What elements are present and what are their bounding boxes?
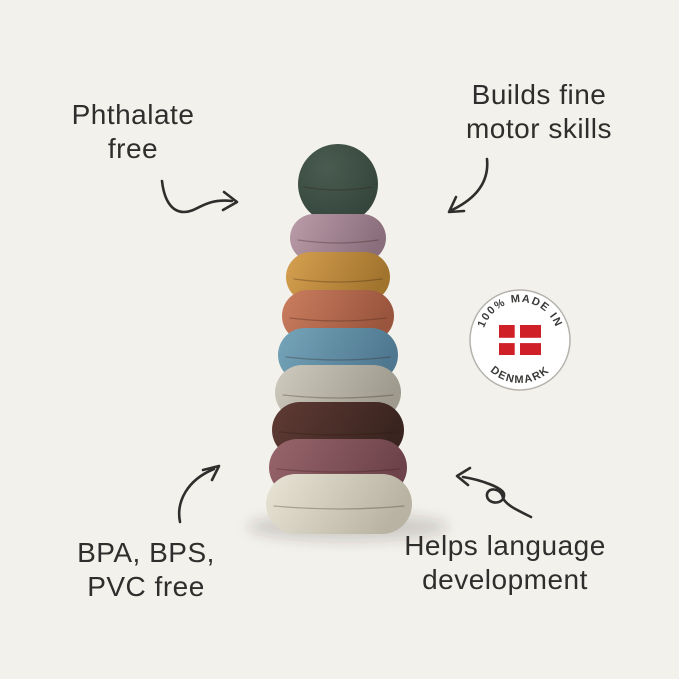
toy-ring-cream: [266, 474, 412, 534]
arrow-top-right: [447, 157, 489, 214]
annotation-bpa-bps-pvc-free: BPA, BPS, PVC free: [30, 536, 262, 604]
seam-line: [282, 394, 394, 399]
flag-cross-horizontal: [499, 337, 541, 344]
toy-ring-mustard: [286, 252, 390, 302]
made-in-denmark-badge: 100% MADE IN DENMARK: [469, 289, 571, 391]
arrow-bottom-left: [177, 464, 221, 524]
seam-line: [273, 505, 405, 510]
seam-line: [303, 186, 373, 191]
annotation-line: Phthalate: [71, 99, 195, 130]
annotation-builds-fine-motor-skills: Builds fine motor skills: [404, 78, 674, 146]
seam-line: [285, 356, 391, 361]
annotation-line: Helps language: [404, 530, 606, 561]
toy-top-ball: [298, 144, 378, 224]
annotation-line: development: [422, 564, 588, 596]
seam-line: [276, 468, 400, 473]
arrow-bottom-right: [455, 466, 533, 519]
annotation-helps-language-development: Helps language development: [370, 529, 640, 597]
denmark-flag-icon: [499, 325, 541, 355]
seam-line: [289, 317, 387, 322]
annotation-phthalate-free: Phthalate free: [23, 98, 243, 166]
seam-line: [297, 239, 379, 244]
annotation-line: BPA, BPS,: [77, 537, 215, 568]
stacking-toy: [266, 144, 412, 534]
arrow-top-left: [160, 179, 239, 214]
seam-line: [279, 431, 397, 436]
seam-line: [293, 278, 383, 283]
toy-ring-mauve: [290, 214, 386, 262]
annotation-line: Builds fine: [471, 79, 607, 110]
annotation-arrows: [160, 157, 533, 524]
annotation-line: motor skills: [465, 113, 612, 145]
annotation-line: PVC free: [87, 571, 205, 603]
annotation-line: free: [107, 133, 159, 165]
